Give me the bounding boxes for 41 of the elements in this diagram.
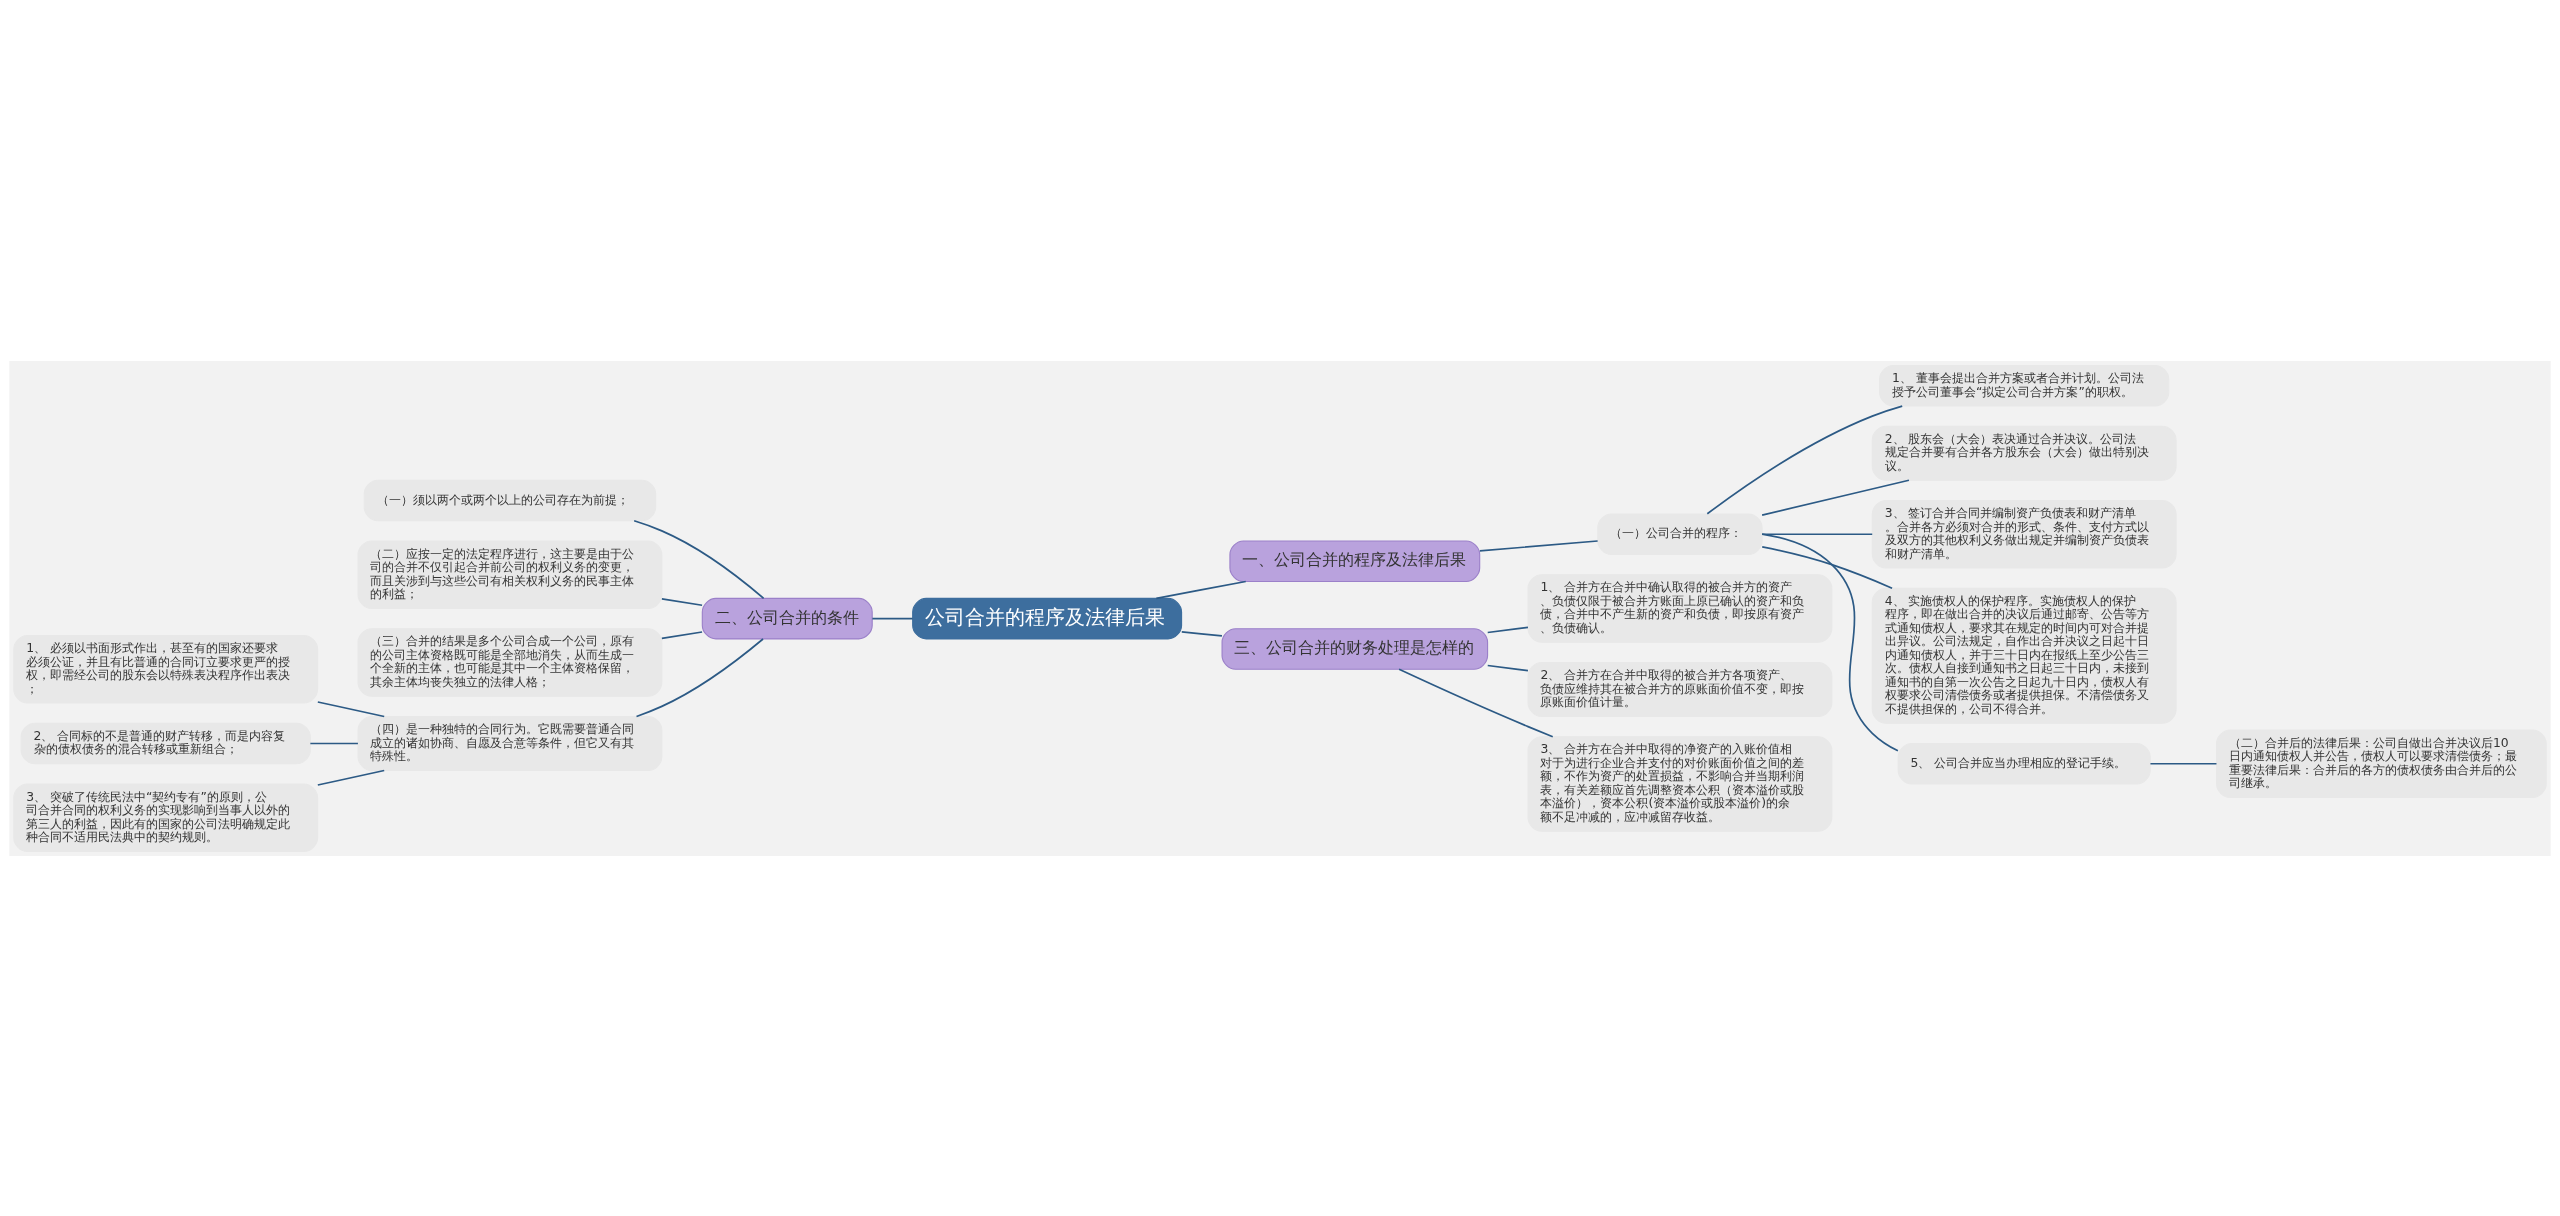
node-box: 一、公司合并的程序及法律后果 (1229, 539, 1481, 582)
node-box: （三）合并的结果是多个公司合成一个公司，原有的公司主体资格既可能是全部地消失，从而生成一个全新的主体，也可能是其中一个主体资格保留，其余主体均丧失独立的法律人格； (357, 627, 663, 697)
connector (2149, 762, 2218, 765)
connector (635, 637, 764, 717)
connector (1155, 580, 1247, 599)
node-box: 1、 必须以书面形式作出，甚至有的国家还要求必须公证，并且有比普通的合同订立要求更严的授权，即需经公司的股东会以特殊表决程序作出表决； (13, 634, 319, 704)
node-box: 5、 公司合并应当办理相应的登记手续。 (1897, 742, 2151, 785)
node-box: 3、 突破了传统民法中“契约专有”的原则，公司合并合同的权利义务的实现影响到当事人以外的第三人的利益，因此有的国家的公司法明确规定此种合同不适用民法典中的契约规则。 (13, 782, 319, 852)
connector (661, 630, 703, 639)
node-box: 公司合并的程序及法律后果 (912, 597, 1183, 639)
connector (309, 742, 359, 744)
node-box: 1、 合并方在合并中确认取得的被合并方的资产、负债仅限于被合并方账面上原已确认的资产和负债，合并中不产生新的资产和负债，即按原有资产、负债确认。 (1527, 573, 1833, 643)
node-box: （四）是一种独特的合同行为。它既需要普通合同成立的诸如协商、自愿及合意等条件，但它又有其特殊性。 (357, 715, 663, 771)
node-box: 二、公司合并的条件 (701, 597, 873, 639)
connector (871, 617, 914, 619)
connector (1761, 532, 1874, 535)
connector (1761, 545, 1893, 589)
connector (316, 769, 386, 786)
node-box: （二）应按一定的法定程序进行，这主要是由于公司的合并不仅引起合并前公司的权利义务的变更，而且关涉到与这些公司有相关权利义务的民事主体的利益； (357, 539, 663, 609)
connector (1180, 630, 1223, 637)
node-box: 2、 股东会（大会）表决通过合并决议。公司法规定合并要有合并各方股东会（大会）做出特别决议。 (1871, 425, 2177, 481)
connector (1761, 532, 1899, 752)
connector (1706, 404, 1904, 515)
node-box: 1、 董事会提出合并方案或者合并计划。公司法授予公司董事会“拟定公司合并方案”的职权。 (1879, 364, 2170, 407)
connector (1486, 664, 1529, 671)
connector (1398, 668, 1554, 737)
connector (1479, 539, 1599, 552)
node-box: 2、 合并方在合并中取得的被合并方各项资产、负债应维持其在被合并方的原账面价值不变，即按原账面价值计量。 (1527, 661, 1833, 717)
node-box: 3、 签订合并合同并编制资产负债表和财产清单。合并各方必须对合并的形式、条件、支付方式以及双方的其他权利义务做出规定并编制资产负债表和财产清单。 (1871, 499, 2177, 569)
connector (1761, 478, 1910, 516)
node-box: （一）公司合并的程序： (1597, 512, 1763, 555)
connector (661, 597, 703, 606)
node-box: 三、公司合并的财务处理是怎样的 (1221, 627, 1489, 670)
connector (1486, 626, 1529, 633)
connector (633, 519, 765, 599)
node-box: 3、 合并方在合并中取得的净资产的入账价值相对于为进行企业合并支付的对价账面价值之间的差额，不作为资产的处置损益，不影响合并当期利润表，有关差额应首先调整资本公积（资本溢价或股本溢价），资本公积(资本溢价或股本溢价)的余额不足冲减的，应冲减留存收益。 (1527, 735, 1833, 832)
node-box: （二）合并后的法律后果：公司自做出合并决议后10日内通知债权人并公告，债权人可以要求清偿债务；最重要法律后果：合并后的各方的债权债务由合并后的公司继承。 (2216, 728, 2547, 798)
node-box: 4、 实施债权人的保护程序。实施债权人的保护程序，即在做出合并的决议后通过邮寄、公告等方式通知债权人，要求其在规定的时间内可对合并提出异议。公司法规定，自作出合并决议之日起十日内通知债权人，并于三十日内在报纸上至少公告三次。债权人自接到通知书之日起三十日内，未接到通知书的自第一次公告之日起九十日内，债权人有权要求公司清偿债务或者提供担保。不清偿债务又不提供担保的，公司不得合并。 (1871, 587, 2177, 724)
connector (316, 700, 386, 717)
node-box: 2、 合同标的不是普通的财产转移，而是内容复杂的债权债务的混合转移或重新组合； (20, 722, 311, 764)
node-box: （一）须以两个或两个以上的公司存在为前提； (363, 479, 657, 521)
